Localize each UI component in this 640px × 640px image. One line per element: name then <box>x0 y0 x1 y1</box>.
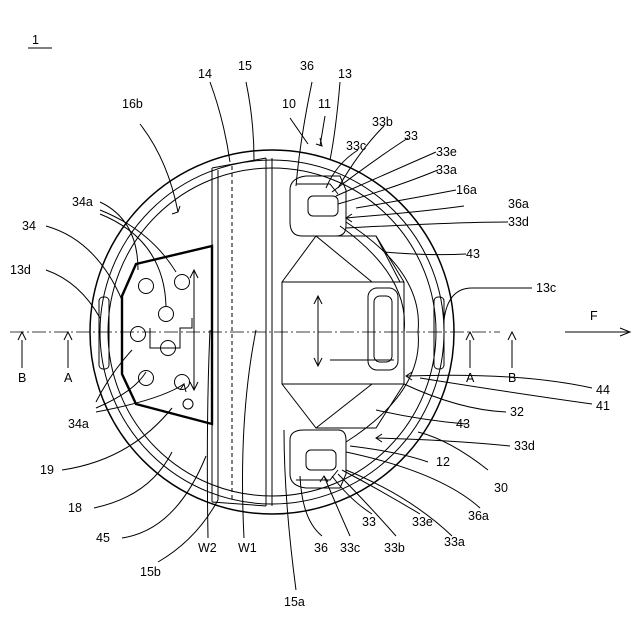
label-33d-bot: 33d <box>514 439 535 453</box>
label-15a: 15a <box>284 595 305 609</box>
leader <box>324 476 350 536</box>
label-36a-bot: 36a <box>468 509 489 523</box>
leader <box>346 452 480 508</box>
label-33a-bot: 33a <box>444 535 465 549</box>
leader <box>338 170 438 204</box>
prism-top-face <box>316 236 400 282</box>
label-45: 45 <box>96 531 110 545</box>
label-36a-top: 36a <box>508 197 529 211</box>
label-33a-top: 33a <box>436 163 457 177</box>
leader <box>46 226 122 300</box>
label-36-bot: 36 <box>314 541 328 555</box>
leader <box>444 288 532 320</box>
label-10: 10 <box>282 97 296 111</box>
terminal-hole <box>159 307 174 322</box>
clip-detail <box>296 184 338 194</box>
leader <box>94 452 172 508</box>
label-11: 11 <box>318 97 331 111</box>
label-A-right: A <box>466 371 475 385</box>
label-13c: 13c <box>536 281 556 295</box>
panel-top <box>212 158 266 168</box>
leader <box>350 446 428 462</box>
figure-geometry <box>10 48 630 590</box>
label-44: 44 <box>596 383 610 397</box>
label-33c-top: 33c <box>346 139 366 153</box>
label-32: 32 <box>510 405 524 419</box>
leader <box>342 470 420 514</box>
label-B-left: B <box>18 371 26 385</box>
label-33-top: 33 <box>404 129 418 143</box>
window-outer <box>368 288 398 370</box>
section-arrow <box>508 332 516 340</box>
label-33c-bot: 33c <box>340 541 360 555</box>
leader-arrow <box>172 206 180 214</box>
leader <box>418 432 488 470</box>
terminal-hole <box>131 327 146 342</box>
label-16b: 16b <box>122 97 143 111</box>
window-inner <box>374 296 392 362</box>
leader <box>356 190 456 208</box>
figure-number: 1 <box>32 33 39 47</box>
leader <box>300 476 322 536</box>
label-36-top: 36 <box>300 59 314 73</box>
leader-arrow <box>320 476 328 482</box>
label-18: 18 <box>68 501 82 515</box>
terminal-hole-small <box>183 399 193 409</box>
label-34a-bot: 34a <box>68 417 89 431</box>
panel-bottom <box>212 502 266 506</box>
leader <box>246 82 254 160</box>
clip-detail <box>296 470 338 480</box>
label-33e-top: 33e <box>436 145 457 159</box>
leader <box>330 82 340 160</box>
clip-housing-lower <box>290 430 346 488</box>
label-14: 14 <box>198 67 212 81</box>
leader <box>207 330 210 538</box>
label-B-right: B <box>508 371 516 385</box>
label-19: 19 <box>40 463 54 477</box>
label-F: F <box>590 309 598 323</box>
label-15: 15 <box>238 59 252 73</box>
leader <box>346 222 508 228</box>
label-43-bot: 43 <box>456 417 470 431</box>
label-13d: 13d <box>10 263 31 277</box>
leader <box>122 456 206 538</box>
connector-block <box>122 246 212 424</box>
label-33-bot: 33 <box>362 515 376 529</box>
label-33b-top: 33b <box>372 115 393 129</box>
label-34: 34 <box>22 219 36 233</box>
label-33e-bot: 33e <box>412 515 433 529</box>
terminal-hole <box>139 279 154 294</box>
leader-arrow <box>180 384 186 392</box>
label-34a-top: 34a <box>72 195 93 209</box>
leader <box>210 82 230 162</box>
label-41: 41 <box>596 399 610 413</box>
terminal-hole <box>175 275 190 290</box>
clip-upper <box>308 196 338 216</box>
label-43-top: 43 <box>466 247 480 261</box>
label-33b-bot: 33b <box>384 541 405 555</box>
label-15b: 15b <box>140 565 161 579</box>
leader <box>338 126 384 188</box>
prism-edge <box>316 384 372 428</box>
leader <box>406 375 592 388</box>
reflector-arc-inner <box>340 226 404 332</box>
step-line <box>150 318 192 348</box>
clip-lower <box>306 450 336 470</box>
label-12: 12 <box>436 455 450 469</box>
leader <box>140 124 178 212</box>
leader <box>243 330 257 538</box>
label-W1: W1 <box>238 541 257 555</box>
label-13: 13 <box>338 67 352 81</box>
label-30: 30 <box>494 481 508 495</box>
leader <box>290 118 308 144</box>
section-arrow <box>18 332 26 340</box>
leader <box>404 384 506 412</box>
label-33d-top: 33d <box>508 215 529 229</box>
label-W2: W2 <box>198 541 217 555</box>
label-16a: 16a <box>456 183 477 197</box>
section-arrow <box>466 332 474 340</box>
section-arrow <box>64 332 72 340</box>
label-A-left: A <box>64 371 73 385</box>
